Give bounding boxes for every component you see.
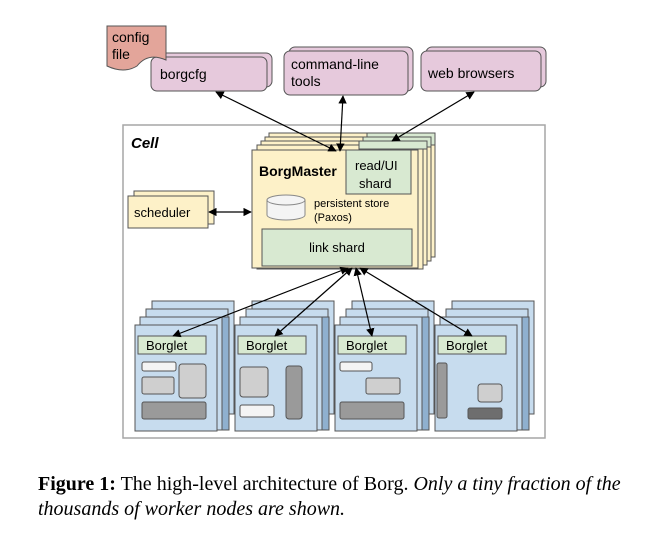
worker-node-3: Borglet [334,300,435,432]
read-ui-shard-box: read/UI shard [345,149,412,195]
borglet-label-3: Borglet [346,338,388,353]
borgmaster-box: BorgMaster read/UI shard persistent stor… [251,149,419,269]
command-line-tools-label-line1: command-line [291,56,379,72]
config-file-label-line2: file [112,46,130,62]
figure-caption: Figure 1: The high-level architecture of… [38,472,638,522]
worker-node-1: Borglet [134,300,235,432]
command-line-tools-box: command-line tools [283,46,414,96]
read-ui-shard-label-line2: shard [359,176,392,191]
borg-architecture-diagram: Cell borgcfg config file command-line to… [106,25,547,439]
arrow-linkshard-borglet-4 [359,267,473,337]
arrow-linkshard-borglet-2 [274,267,353,337]
figure-label: Figure 1: [38,473,116,495]
link-shard-label: link shard [309,240,365,255]
persistent-store-icon [266,194,306,221]
borgmaster-title: BorgMaster [259,163,337,179]
web-browsers-label: web browsers [427,65,514,81]
scheduler-label: scheduler [134,205,191,220]
worker-node-4: Borglet [434,300,535,432]
borglet-label-1: Borglet [146,338,188,353]
figure-caption-text: The high-level architecture of Borg. [120,473,409,495]
cell-label: Cell [131,135,159,152]
arrow-browsers-readui [391,91,475,142]
borgcfg-box: borgcfg [150,52,273,92]
persistent-store-label-line2: (Paxos) [314,212,352,224]
web-browsers-box: web browsers [420,46,547,92]
borglet-label-4: Borglet [446,338,488,353]
config-file-label-line1: config [112,29,149,45]
arrow-borgcfg-master [215,91,337,152]
worker-node-2: Borglet [234,300,335,432]
command-line-tools-label-line2: tools [291,73,321,89]
arrow-cli-master [336,95,347,152]
read-ui-shard-label-line1: read/UI [355,158,398,173]
borgcfg-label: borgcfg [160,66,207,82]
config-file-icon: config file [106,25,167,71]
figure-caption-note: Only a tiny fraction of the thousands of… [38,473,621,520]
borglet-label-2: Borglet [246,338,288,353]
link-shard-box: link shard [261,228,413,267]
scheduler-box: scheduler [127,190,215,229]
persistent-store-label-line1: persistent store [314,198,389,210]
